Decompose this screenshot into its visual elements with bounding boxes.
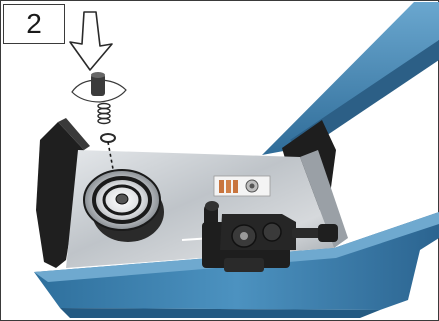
contact-tips-icon bbox=[213, 175, 271, 197]
spool-nut-icon bbox=[71, 72, 127, 103]
wire-feed-drive-icon bbox=[181, 201, 338, 272]
open-side-panel bbox=[262, 2, 439, 155]
step-number: 2 bbox=[3, 4, 65, 44]
left-black-panel bbox=[36, 118, 90, 268]
wire-spool-icon bbox=[83, 169, 164, 242]
down-arrow-icon bbox=[69, 11, 113, 71]
spring-icon bbox=[97, 102, 111, 125]
washer-icon bbox=[100, 133, 116, 143]
